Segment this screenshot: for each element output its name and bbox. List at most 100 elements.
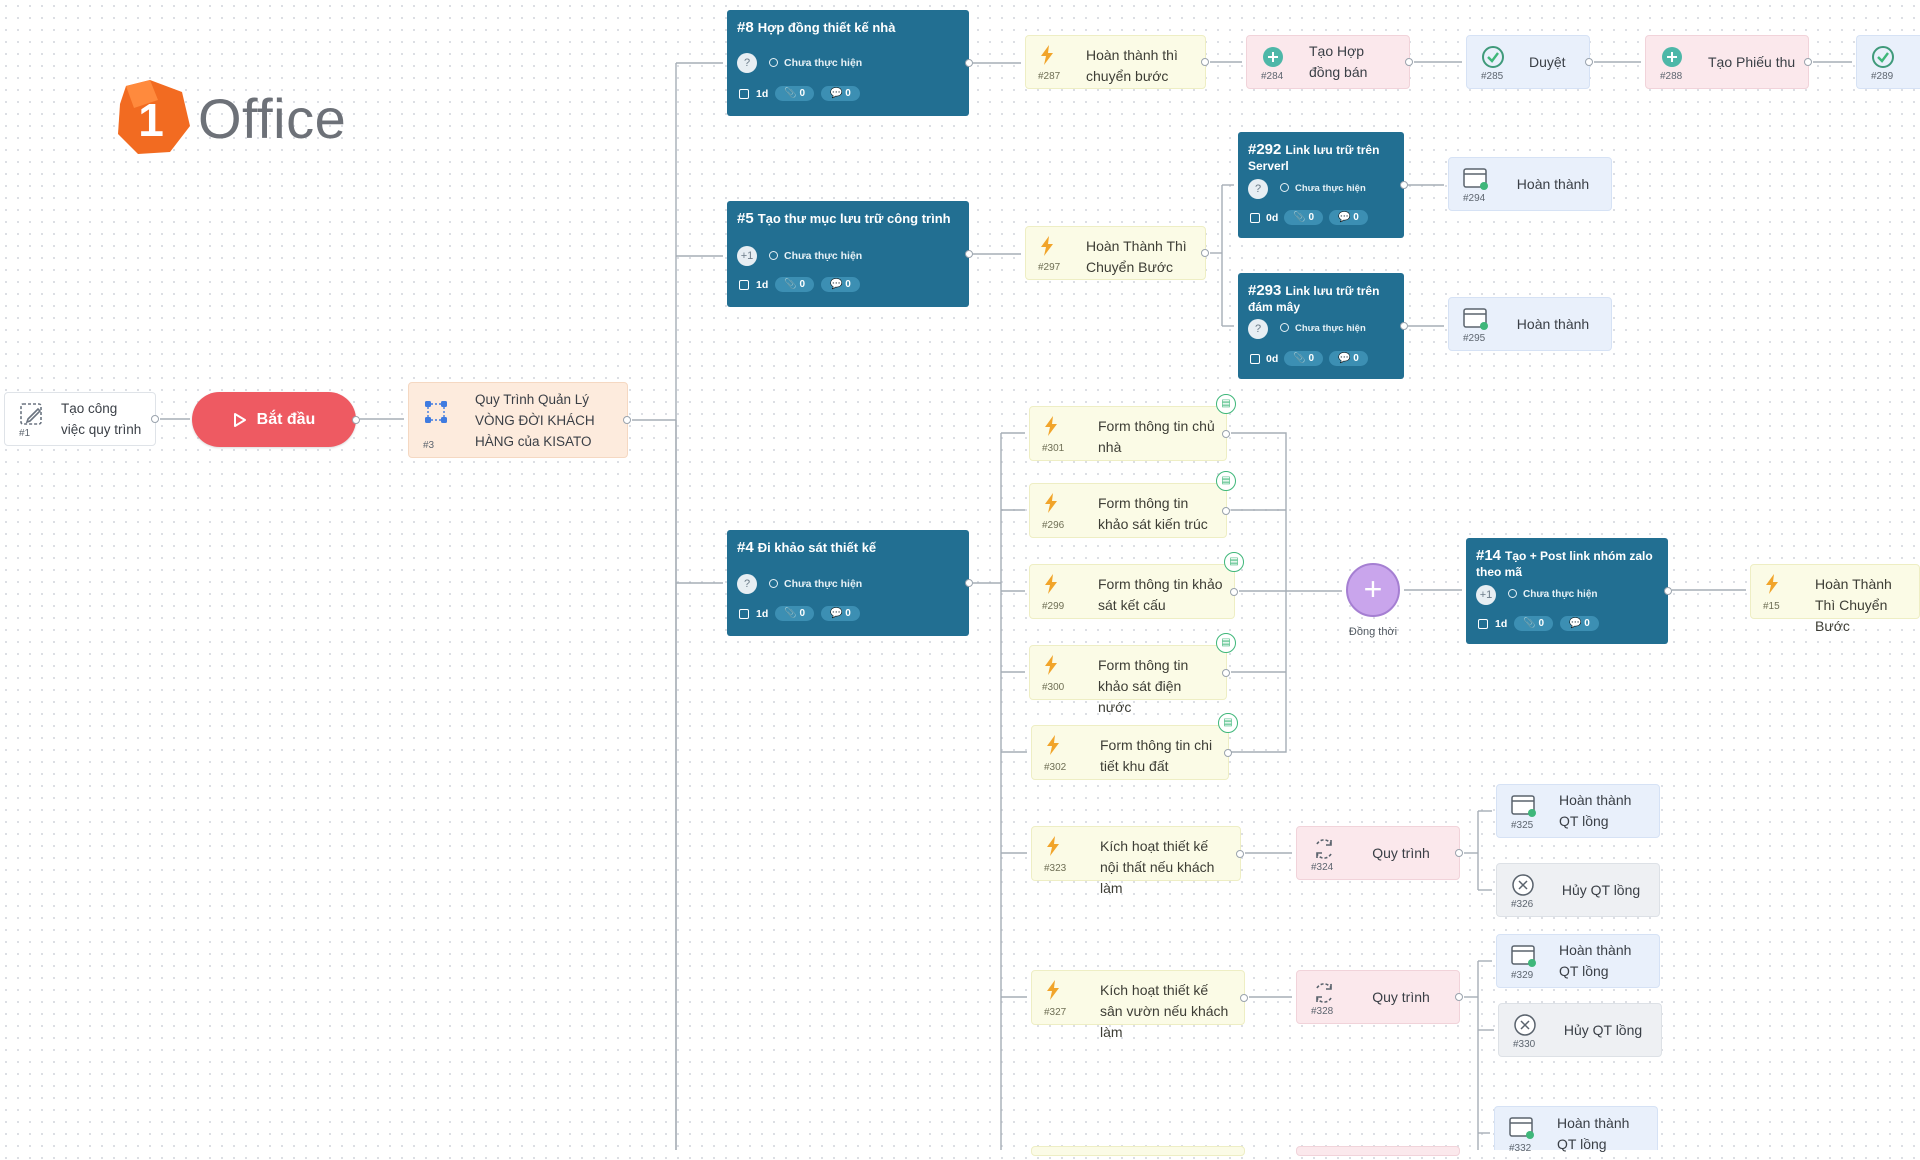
output-port[interactable] (1236, 849, 1244, 858)
action-287[interactable]: #287 Hoàn thành thì chuyển bước (1025, 35, 1209, 89)
output-port[interactable] (1804, 58, 1812, 66)
output-port[interactable] (1224, 748, 1232, 757)
action-299[interactable]: #299 Form thông tin khảo sát kết cấu ▤ (1029, 552, 1244, 619)
output-port[interactable] (1585, 58, 1593, 66)
output-port[interactable] (1400, 322, 1408, 330)
task-meta: 1d 📎 0 💬 0 (739, 86, 860, 101)
output-port[interactable] (1405, 58, 1413, 66)
action-301[interactable]: #301 Form thông tin chủ nhà ▤ (1029, 394, 1236, 461)
action-300[interactable]: #300 Form thông tin khảo sát điện nước ▤ (1029, 633, 1236, 715)
svg-text:1: 1 (138, 94, 164, 146)
action-302[interactable]: #302 Form thông tin chi tiết khu đất ▤ (1031, 713, 1238, 780)
assignee-avatar[interactable]: ? (737, 53, 757, 73)
action-15[interactable]: #15 Hoàn Thành Thì Chuyển Bước (1750, 564, 1920, 634)
assignee-avatar[interactable]: ? (1248, 179, 1268, 199)
action-326[interactable]: #326 Hủy QT lồng (1496, 863, 1660, 917)
action-330[interactable]: #330 Hủy QT lồng (1498, 1003, 1662, 1057)
lightning-icon (1041, 236, 1053, 256)
action-329[interactable]: #329 Hoàn thành QT lồng (1496, 934, 1660, 988)
attachment-count: 📎 0 (1284, 351, 1324, 366)
output-port[interactable] (1201, 249, 1209, 257)
connector-line (1231, 432, 1287, 753)
action-332[interactable]: #332 Hoàn thành QT lồng (1494, 1106, 1658, 1154)
calendar-icon (739, 279, 749, 290)
action-323[interactable]: #323 Kích hoạt thiết kế nội thất nếu khá… (1031, 826, 1244, 896)
task-status: Chưa thực hiện (1280, 323, 1366, 334)
edit-note-icon (20, 403, 42, 425)
action-325[interactable]: #325 Hoàn thành QT lồng (1496, 784, 1660, 838)
output-port[interactable] (1240, 993, 1248, 1002)
action-289[interactable]: #289 (1856, 35, 1920, 89)
output-port[interactable] (1222, 668, 1230, 677)
output-port[interactable] (965, 579, 973, 587)
form-icon[interactable]: ▤ (1216, 394, 1236, 414)
calendar-icon (739, 608, 749, 619)
attachment-count: 📎 0 (1514, 616, 1554, 631)
brand-mark-icon: 1 (118, 80, 190, 154)
action-295[interactable]: #295 Hoàn thành (1448, 297, 1612, 351)
window-check-icon (1511, 795, 1536, 817)
output-port[interactable] (1201, 58, 1209, 66)
action-294[interactable]: #294 Hoàn thành (1448, 157, 1612, 211)
action-284[interactable]: #284 Tạo Hợp đồng bán (1246, 35, 1413, 89)
assignee-avatar[interactable]: +1 (737, 246, 757, 266)
brand-logo: 1 Office (112, 72, 362, 162)
add-circle-icon (1263, 47, 1283, 67)
lightning-icon (1766, 574, 1778, 594)
node-3[interactable]: #3 Quy Trình Quản Lý VÒNG ĐỜI KHÁCH HÀNG… (408, 382, 631, 458)
form-icon[interactable]: ▤ (1218, 713, 1238, 733)
output-port[interactable] (1222, 429, 1230, 438)
cancel-circle-icon (1512, 874, 1534, 896)
output-port[interactable] (1230, 587, 1238, 596)
task-status: Chưa thực hiện (1508, 589, 1598, 600)
task-meta: 1d 📎 0 💬 0 (739, 606, 860, 621)
assignee-avatar[interactable]: +1 (1476, 585, 1496, 605)
calendar-icon (739, 88, 749, 99)
form-icon[interactable]: ▤ (1216, 471, 1236, 491)
action-297[interactable]: #297 Hoàn Thành Thì Chuyển Bước (1025, 226, 1209, 280)
form-icon[interactable]: ▤ (1216, 633, 1236, 653)
assignee-avatar[interactable]: ? (737, 574, 757, 594)
action-partial[interactable] (1031, 1146, 1245, 1156)
comment-count: 💬 0 (821, 606, 860, 621)
output-port[interactable] (1400, 181, 1408, 189)
action-327[interactable]: #327 Kích hoạt thiết kế sân vườn nếu khá… (1031, 970, 1248, 1040)
calendar-icon (1250, 212, 1260, 223)
status-circle-icon (769, 579, 778, 588)
action-285[interactable]: #285 Duyệt (1466, 35, 1593, 89)
lightning-icon (1047, 836, 1059, 856)
attachment-count: 📎 0 (1284, 210, 1324, 225)
start-button[interactable]: Bắt đầu (192, 392, 360, 447)
comment-count: 💬 0 (821, 277, 860, 292)
action-288[interactable]: #288 Tạo Phiếu thu (1645, 35, 1812, 89)
output-port[interactable] (1455, 849, 1463, 857)
action-296[interactable]: #296 Form thông tin khảo sát kiến trúc ▤ (1029, 471, 1236, 538)
output-port[interactable] (965, 250, 973, 258)
output-port[interactable] (1222, 506, 1230, 515)
output-port[interactable] (151, 415, 159, 423)
cancel-circle-icon (1514, 1014, 1536, 1036)
assignee-avatar[interactable]: ? (1248, 319, 1268, 339)
output-port[interactable] (1664, 587, 1672, 595)
status-circle-icon (1280, 323, 1289, 332)
output-port[interactable] (352, 415, 360, 424)
action-324[interactable]: #324 Quy trình (1296, 826, 1463, 880)
lightning-icon (1045, 416, 1057, 436)
status-circle-icon (769, 251, 778, 260)
check-circle-icon (1482, 46, 1504, 68)
output-port[interactable] (965, 59, 973, 67)
output-port[interactable] (1455, 993, 1463, 1001)
parallel-join-node[interactable]: + (1346, 563, 1400, 617)
action-328[interactable]: #328 Quy trình (1296, 970, 1463, 1024)
output-port[interactable] (623, 416, 631, 424)
action-partial-process[interactable] (1296, 1146, 1460, 1156)
lightning-icon (1045, 493, 1057, 513)
form-icon[interactable]: ▤ (1224, 552, 1244, 572)
node-1[interactable]: #1 Tạo công việc quy trình (4, 392, 159, 446)
